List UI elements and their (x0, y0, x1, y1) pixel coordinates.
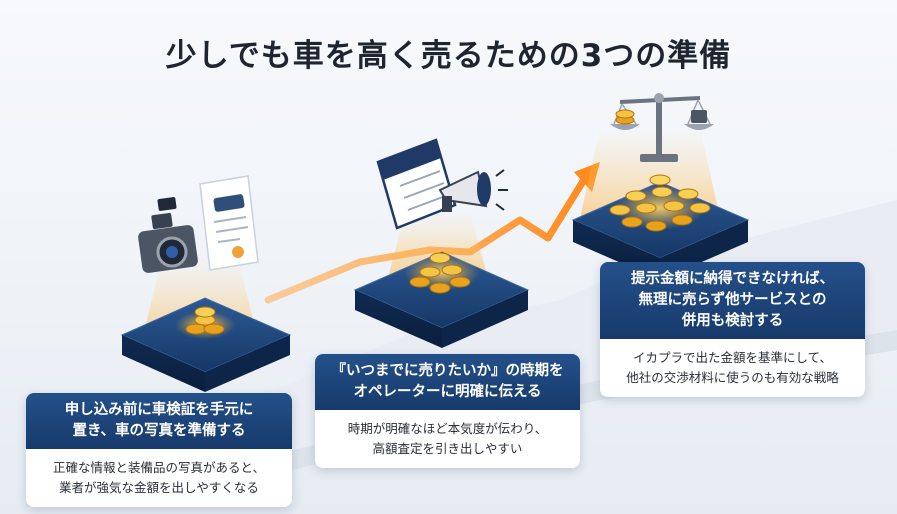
step2-heading-line: オペレーターに明確に伝える (353, 384, 542, 400)
step1-description-line: 業者が強気な金額を出しやすくなる (59, 480, 259, 495)
vehicle-inspection-document-icon (199, 175, 259, 271)
calendar-icon (376, 138, 457, 230)
coin-stack-icon (409, 252, 471, 294)
step1-card: 申し込み前に車検証を手元に 置き、車の写真を準備する 正確な情報と装備品の写真が… (26, 393, 292, 507)
step1-heading-line: 申し込み前に車検証を手元に (64, 402, 254, 418)
page-title: 少しでも車を高く売るための3つの準備 (165, 38, 732, 74)
step1-heading-line: 置き、車の写真を準備する (72, 423, 246, 439)
step2-heading-line: 『いつまでに売りたいか』の時期を (331, 363, 564, 379)
coin-stack-icon (609, 174, 711, 232)
step1-heading: 申し込み前に車検証を手元に 置き、車の写真を準備する (26, 393, 292, 449)
step3-description: イカプラで出た金額を基準にして、 他社の交渉材料に使うのも有効な戦略 (600, 339, 865, 397)
step3-heading-line: 併用も検討する (681, 313, 784, 329)
megaphone-icon (438, 169, 508, 212)
step2-heading: 『いつまでに売りたいか』の時期を オペレーターに明確に伝える (315, 354, 580, 410)
step1-description-line: 正確な情報と装備品の写真があると、 (52, 460, 265, 475)
step2-description-line: 時期が明確なほど本気度が伝わり、 (347, 421, 548, 436)
step3-description-line: イカプラで出た金額を基準にして、 (632, 350, 832, 365)
balance-scale-icon (610, 93, 714, 162)
step3-description-line: 他社の交渉材料に使うのも有効な戦略 (626, 370, 839, 385)
step2-card: 『いつまでに売りたいか』の時期を オペレーターに明確に伝える 時期が明確なほど本… (315, 354, 580, 468)
step2-description-line: 高額査定を引き出しやすい (372, 441, 523, 456)
step2-description: 時期が明確なほど本気度が伝わり、 高額査定を引き出しやすい (315, 410, 580, 468)
step3-card: 提示金額に納得できなければ、 無理に売らず他サービスとの 併用も検討する イカプ… (600, 262, 865, 397)
step3-heading-line: 提示金額に納得できなければ、 (631, 271, 834, 287)
step3-heading-line: 無理に売らず他サービスとの (638, 292, 827, 308)
step1-description: 正確な情報と装備品の写真があると、 業者が強気な金額を出しやすくなる (26, 449, 292, 507)
camera-icon (138, 197, 198, 273)
coin-stack-icon (185, 306, 225, 335)
step3-heading: 提示金額に納得できなければ、 無理に売らず他サービスとの 併用も検討する (600, 262, 865, 339)
